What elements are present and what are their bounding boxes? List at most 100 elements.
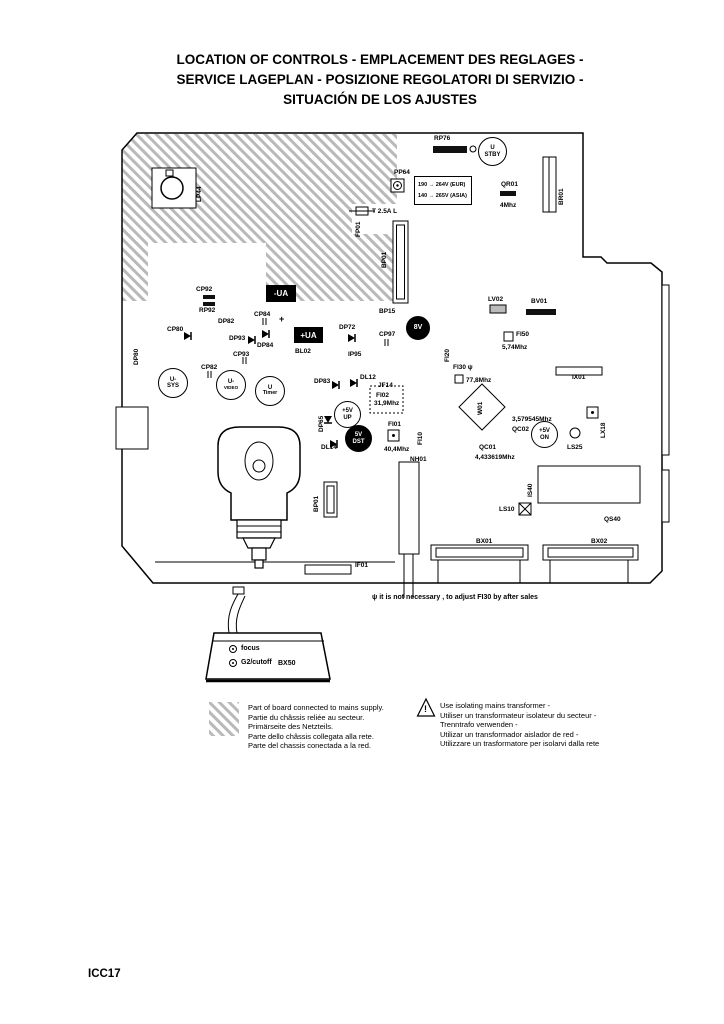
bp01-top-inner (396, 224, 405, 300)
label-pp64: PP64 (394, 169, 410, 176)
w01-diamond (458, 383, 506, 431)
lp44-coil (160, 176, 184, 200)
label-w01: W01 (477, 401, 484, 415)
label-rp76: RP76 (434, 135, 451, 142)
label-bv01: BV01 (531, 298, 548, 305)
label-fi30: FI30 ψ (453, 364, 473, 371)
label-plus-sign: + (279, 314, 285, 324)
label-fi01-freq: 40,4Mhz (384, 446, 410, 453)
label-bp15: BP15 (379, 308, 396, 315)
cp92-cap-a (203, 295, 215, 299)
diode-dp93 (248, 336, 256, 344)
label-is40: IS40 (527, 483, 534, 497)
label-focus: focus (241, 645, 260, 652)
voltage-row-eur: 190 → 264V (EUR) (418, 182, 466, 189)
label-cp93: CP93 (233, 351, 250, 358)
page-title: LOCATION OF CONTROLS - EMPLACEMENT DES R… (100, 50, 660, 110)
lx18-dot (591, 411, 594, 414)
label-qc02-freq: 3,579545Mhz (512, 416, 552, 423)
label-ls10: LS10 (499, 506, 515, 513)
u-sys-control: U-SYS (158, 368, 188, 398)
bx01-inner (435, 547, 524, 558)
label-cp80: CP80 (167, 326, 184, 333)
label-bp01-top: BP01 (381, 251, 388, 268)
diode-dp72 (348, 334, 356, 342)
right-edge-connectors (661, 284, 670, 523)
ls10-x2 (518, 502, 532, 516)
plus-ua-box: +UA (294, 327, 323, 343)
label-cp92: CP92 (196, 286, 213, 293)
cap-cp84 (262, 318, 267, 325)
legend-mains-line2: Partie du châssis reliée au secteur. (248, 712, 365, 722)
pp64-dot (396, 184, 399, 187)
nh01-body (398, 461, 420, 555)
title-line2: SERVICE LAGEPLAN - POSIZIONE REGOLATORI … (176, 72, 584, 87)
label-lp44: LP44 (196, 186, 203, 202)
label-fi02: FI02 (376, 392, 390, 399)
diode-dp84 (262, 330, 270, 338)
neck-wire-b (235, 595, 246, 634)
label-dp82: DP82 (218, 318, 235, 325)
label-dp65: DP65 (318, 415, 325, 432)
lp44-tab (165, 169, 174, 177)
lv02-icon (489, 304, 507, 314)
cp92-cap-b (203, 302, 215, 306)
v8-control: 8V (406, 316, 430, 340)
label-rp92: RP92 (199, 307, 216, 314)
label-qr01-freq: 4Mhz (500, 202, 517, 209)
label-dl14: DL14 (321, 444, 337, 451)
label-if01: IF01 (355, 562, 369, 569)
label-dp72: DP72 (339, 324, 356, 331)
title-line3: SITUACIÓN DE LOS AJUSTES (283, 92, 477, 107)
label-dp83: DP83 (314, 378, 331, 385)
fi50-icon (503, 331, 514, 342)
label-fi01: FI01 (388, 421, 402, 428)
label-bx50: BX50 (278, 660, 296, 667)
label-ip95: IP95 (348, 351, 362, 358)
label-bl02: BL02 (295, 348, 311, 355)
label-qc01-freq: 4,433619Mhz (475, 454, 515, 461)
cap-cp97 (384, 339, 389, 346)
cap-cp93 (242, 357, 247, 364)
label-qc01: QC01 (479, 444, 496, 451)
legend-mains: Part of board connected to mains supply.… (248, 703, 384, 751)
bp01-top-connector (392, 220, 409, 304)
power-area-parts (184, 295, 389, 448)
label-qc02: QC02 (512, 426, 529, 433)
bottom-connectors (430, 544, 639, 583)
label-bx01: BX01 (476, 538, 493, 545)
label-cp97: CP97 (379, 331, 396, 338)
is40-body (537, 465, 641, 504)
label-fi10: FI10 (417, 431, 424, 445)
diode-cp80 (184, 332, 192, 340)
diode-dp65 (324, 416, 332, 424)
label-dp80: DP80 (133, 348, 140, 365)
pp64-pot (393, 181, 402, 190)
bx02-body (542, 544, 639, 561)
label-dp93: DP93 (229, 335, 246, 342)
diode-dl12 (350, 379, 358, 387)
voltage-row-asia: 140 → 265V (ASIA) (418, 192, 467, 199)
bp01-left-body (323, 481, 338, 518)
bp01-left-inner (326, 485, 335, 514)
voltage-selector-box: 190 → 264V (EUR) 140 → 265V (ASIA) (414, 176, 472, 205)
neck-wire-a (227, 593, 239, 634)
top-components (160, 145, 557, 304)
rp76-pad (469, 145, 477, 153)
legend-transformer-line3: Trenntrafo verwenden - (440, 720, 518, 730)
label-jf14: JF14 (378, 382, 393, 389)
warning-exclamation: ! (424, 704, 427, 714)
bv01-bar (526, 309, 556, 315)
ix01-bar (555, 366, 603, 376)
minus-ua-box: -UA (266, 285, 296, 302)
label-g2-cutoff: G2/cutoff (241, 659, 272, 666)
label-bp01-left: BP01 (313, 495, 320, 512)
legend-transformer-line5: Utilizzare un trasformatore per isolarvi… (440, 739, 600, 749)
label-fi50: FI50 (516, 331, 530, 338)
board-outline (121, 132, 663, 584)
